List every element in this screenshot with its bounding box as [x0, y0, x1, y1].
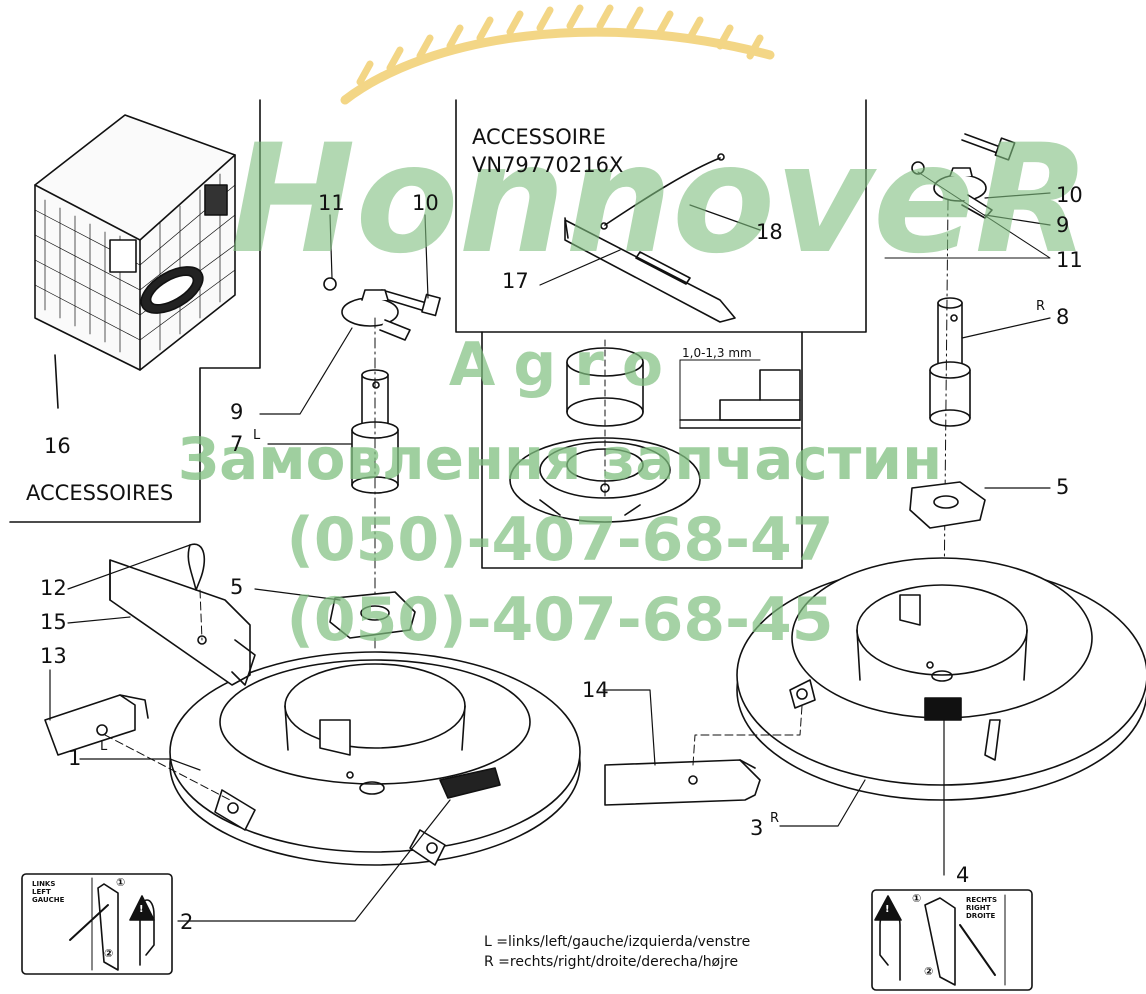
lock-plate-right-9	[933, 167, 993, 219]
detail-inset-disc	[509, 339, 701, 523]
callout-7: 7	[230, 432, 244, 456]
washer-right-5	[909, 481, 986, 529]
legend-left: L =links/left/gauche/izquierda/venstre	[484, 934, 751, 950]
disc-left-1	[169, 651, 581, 866]
bracket-part-17	[564, 217, 736, 323]
callout-9-left: 9	[230, 400, 244, 424]
callout-12: 12	[40, 576, 67, 600]
lock-plate-left-9	[341, 289, 411, 341]
scraper-14-guide	[692, 705, 803, 766]
legend-right: R =rechts/right/droite/derecha/højre	[484, 954, 739, 970]
watermark-phone-2: (050)-407-68-45	[286, 585, 834, 655]
shaft-right-8	[929, 297, 971, 427]
clip-13	[44, 694, 149, 756]
callout-3: 3	[750, 816, 764, 840]
axis-right	[942, 199, 949, 701]
callout-8: 8	[1056, 305, 1070, 329]
decal-left-step-2: ②	[104, 947, 114, 960]
accessoires-title: ACCESSOIRES	[26, 481, 174, 505]
callout-13: 13	[40, 644, 67, 668]
callout-3-side: R	[770, 811, 780, 826]
callout-14: 14	[582, 678, 609, 702]
detail-inset-gap	[679, 359, 801, 429]
bolt-right-10	[961, 133, 1016, 161]
decal-right-step-2: ②	[924, 965, 934, 978]
disc-right-3	[736, 557, 1146, 801]
callout-17: 17	[502, 269, 529, 293]
accessoire-title: ACCESSOIRE	[472, 125, 606, 149]
wheat-logo-watermark	[340, 4, 775, 105]
accessoire-box-frame	[455, 99, 867, 333]
detail-inset-frame	[481, 331, 803, 569]
gap-dimension: 1,0-1,3 mm	[682, 346, 752, 360]
washer-left-5	[329, 591, 416, 639]
accessoires-box-frame	[9, 99, 261, 523]
callout-10-left: 10	[412, 191, 439, 215]
nut-left-11	[323, 277, 337, 291]
decal-left-warning: !	[139, 904, 144, 915]
callout-9-right: 9	[1056, 213, 1070, 237]
decal-left-text: LINKS LEFT GAUCHE	[32, 880, 65, 904]
callout-16: 16	[44, 434, 71, 458]
callout-11-right: 11	[1056, 248, 1083, 272]
decal-left	[21, 873, 173, 975]
watermark-phone-1: (050)-407-68-47	[286, 505, 834, 575]
callout-4: 4	[956, 863, 970, 887]
callout-1-side: L	[100, 739, 108, 754]
watermark-order-text: Замовлення запчастин	[177, 425, 943, 493]
decal-left-step-1: ①	[116, 876, 126, 889]
decal-right-text: RECHTS RIGHT DROITE	[966, 896, 997, 920]
decal-right	[871, 889, 1033, 991]
decal-right-step-1: ①	[912, 892, 922, 905]
callout-18: 18	[756, 220, 783, 244]
bolt-left-10	[381, 289, 441, 317]
watermark-sub: Agro	[448, 330, 682, 400]
linch-pin-12	[187, 543, 206, 591]
decal-right-warning: !	[885, 904, 890, 915]
watermark-brand: HonnoveR	[230, 113, 1091, 287]
cable-part-18	[600, 153, 725, 230]
callout-1: 1	[68, 746, 82, 770]
callout-10-right: 10	[1056, 183, 1083, 207]
callout-5-left: 5	[230, 575, 244, 599]
callout-15: 15	[40, 610, 67, 634]
clip-12-guide	[199, 589, 203, 641]
callout-11-left: 11	[318, 191, 345, 215]
callout-2: 2	[180, 910, 194, 934]
callout-7-side: L	[253, 428, 261, 443]
scraper-14	[604, 759, 761, 806]
callout-5-right: 5	[1056, 475, 1070, 499]
protection-grid-cage	[34, 114, 236, 409]
accessoire-part-number: VN79770216X	[472, 153, 624, 177]
scraper-15	[109, 559, 256, 686]
nut-right-11	[911, 161, 925, 175]
leader-lines	[49, 171, 1051, 922]
callout-8-side: R	[1036, 299, 1046, 314]
